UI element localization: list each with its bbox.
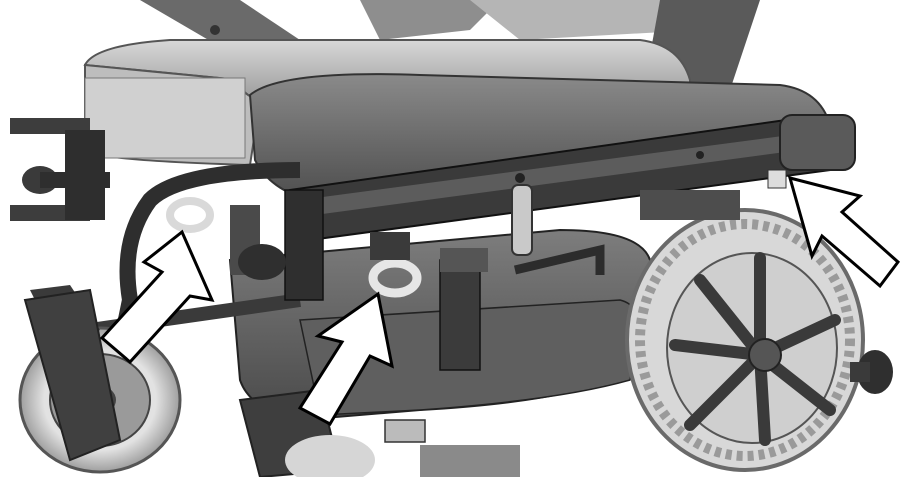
rail-bracket bbox=[640, 190, 740, 220]
arrow-center bbox=[297, 291, 395, 427]
front-frame bbox=[10, 118, 488, 472]
rear-wheel bbox=[625, 208, 893, 472]
arrow-right-rear bbox=[787, 175, 901, 289]
brake-lever bbox=[511, 184, 605, 275]
tie-down-hooks bbox=[166, 169, 787, 298]
arrow-left-front bbox=[99, 229, 215, 365]
